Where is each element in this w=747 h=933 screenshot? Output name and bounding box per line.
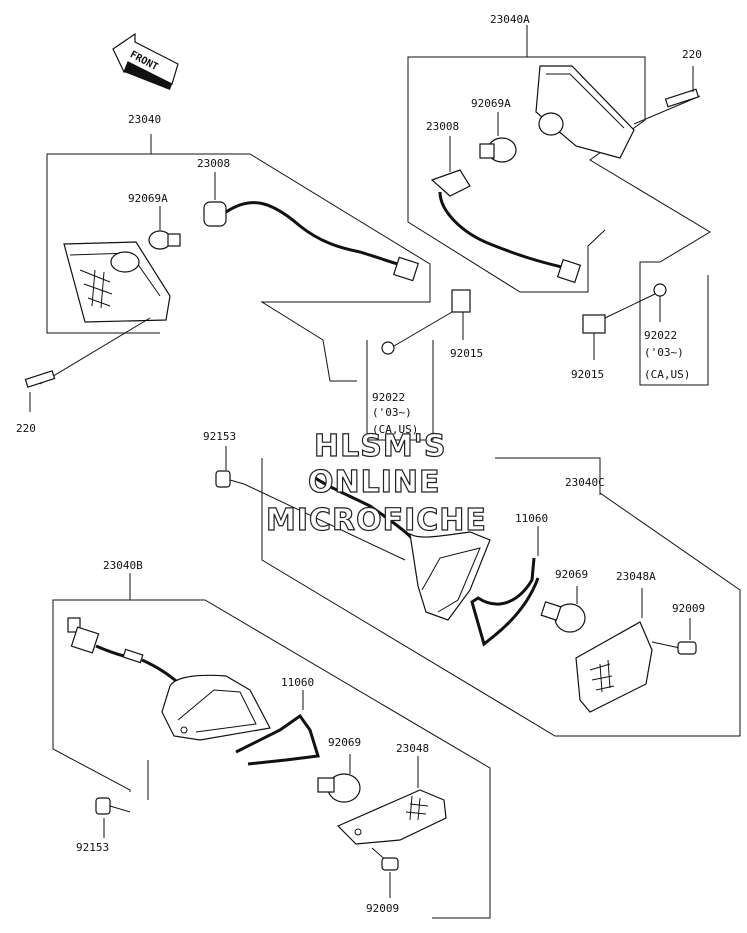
label-92153-lower: 92153	[76, 841, 109, 854]
bulb-92069-lower	[317, 754, 361, 803]
bulb-92069A	[148, 230, 181, 250]
label-92022-center: 92022	[372, 391, 405, 404]
screw-220-left	[24, 317, 151, 412]
lens-housing-23040B	[161, 674, 271, 741]
socket-23008	[203, 201, 420, 282]
watermark-line3: MICROFICHE	[266, 503, 487, 538]
label-23040B: 23040B	[103, 559, 143, 572]
label-92009-upper: 92009	[672, 602, 705, 615]
group-23040: 23040 23008 92069A 220	[16, 113, 431, 435]
washer-92022-right	[653, 283, 667, 297]
clip-group-center: 92015 92022 ('03~) (CA,US)	[366, 289, 483, 441]
label-23040: 23040	[128, 113, 161, 126]
clip-92015-right	[582, 314, 606, 334]
label-23040A: 23040A	[490, 13, 530, 26]
clip-92015-center	[451, 289, 471, 313]
screw-92153-upper	[215, 446, 406, 561]
screw-92153-lower	[95, 797, 131, 838]
label-92069-lower: 92069	[328, 736, 361, 749]
label-23048: 23048	[396, 742, 429, 755]
label-23048A: 23048A	[616, 570, 656, 583]
group-23040B: 23040B 11060 92069 23048 92153 92009	[52, 559, 491, 919]
screw-92009-upper	[651, 618, 697, 655]
gasket-11060-upper	[470, 526, 540, 647]
wire-connector-23040B	[67, 617, 181, 686]
label-92009-lower: 92009	[366, 902, 399, 915]
label-11060-lower: 11060	[281, 676, 314, 689]
label-220-left: 220	[16, 422, 36, 435]
watermark-line1: HLSM'S	[314, 429, 446, 464]
label-92069A-left: 92069A	[128, 192, 168, 205]
label-92015-center: 92015	[450, 347, 483, 360]
label-caus-center: (CA,US)	[372, 423, 418, 436]
label-11060-upper: 11060	[515, 512, 548, 525]
washer-92022-center	[381, 341, 395, 355]
label-220-right: 220	[682, 48, 702, 61]
socket-23008-right	[430, 169, 582, 284]
lens-housing-23040	[63, 241, 171, 323]
label-03-right: ('03~)	[644, 346, 684, 359]
label-03-center: ('03~)	[372, 406, 412, 419]
bulb-92069A-right	[479, 137, 517, 163]
label-23040C: 23040C	[565, 476, 605, 489]
label-92022-right: 92022	[644, 329, 677, 342]
clip-group-right: 92015 92022 ('03~) (CA,US)	[571, 283, 690, 381]
screw-92009-lower	[371, 847, 399, 898]
group-23040C: 92153 23040C 11060 92069 23048A 92009	[203, 430, 741, 737]
label-92069A-right: 92069A	[471, 97, 511, 110]
label-23008-left: 23008	[197, 157, 230, 170]
watermark: HLSM'S ONLINE MICROFICHE	[265, 428, 487, 538]
label-92153-upper: 92153	[203, 430, 236, 443]
watermark-line2: ONLINE	[308, 465, 441, 500]
front-arrow-icon: FRONT	[112, 32, 179, 90]
label-caus-right: (CA,US)	[644, 368, 690, 381]
label-92015-right: 92015	[571, 368, 604, 381]
gasket-11060-lower	[235, 690, 320, 766]
label-23008-right: 23008	[426, 120, 459, 133]
screw-220-right	[633, 66, 701, 125]
group-23040A: 23040A 220 92069A 23008	[407, 13, 711, 386]
lens-23048A	[575, 588, 653, 713]
label-92069-upper: 92069	[555, 568, 588, 581]
lens-housing-23040A	[535, 65, 635, 159]
lens-23048	[336, 756, 447, 845]
bulb-92069-upper	[540, 586, 586, 633]
lens-housing-23040C	[311, 474, 491, 621]
